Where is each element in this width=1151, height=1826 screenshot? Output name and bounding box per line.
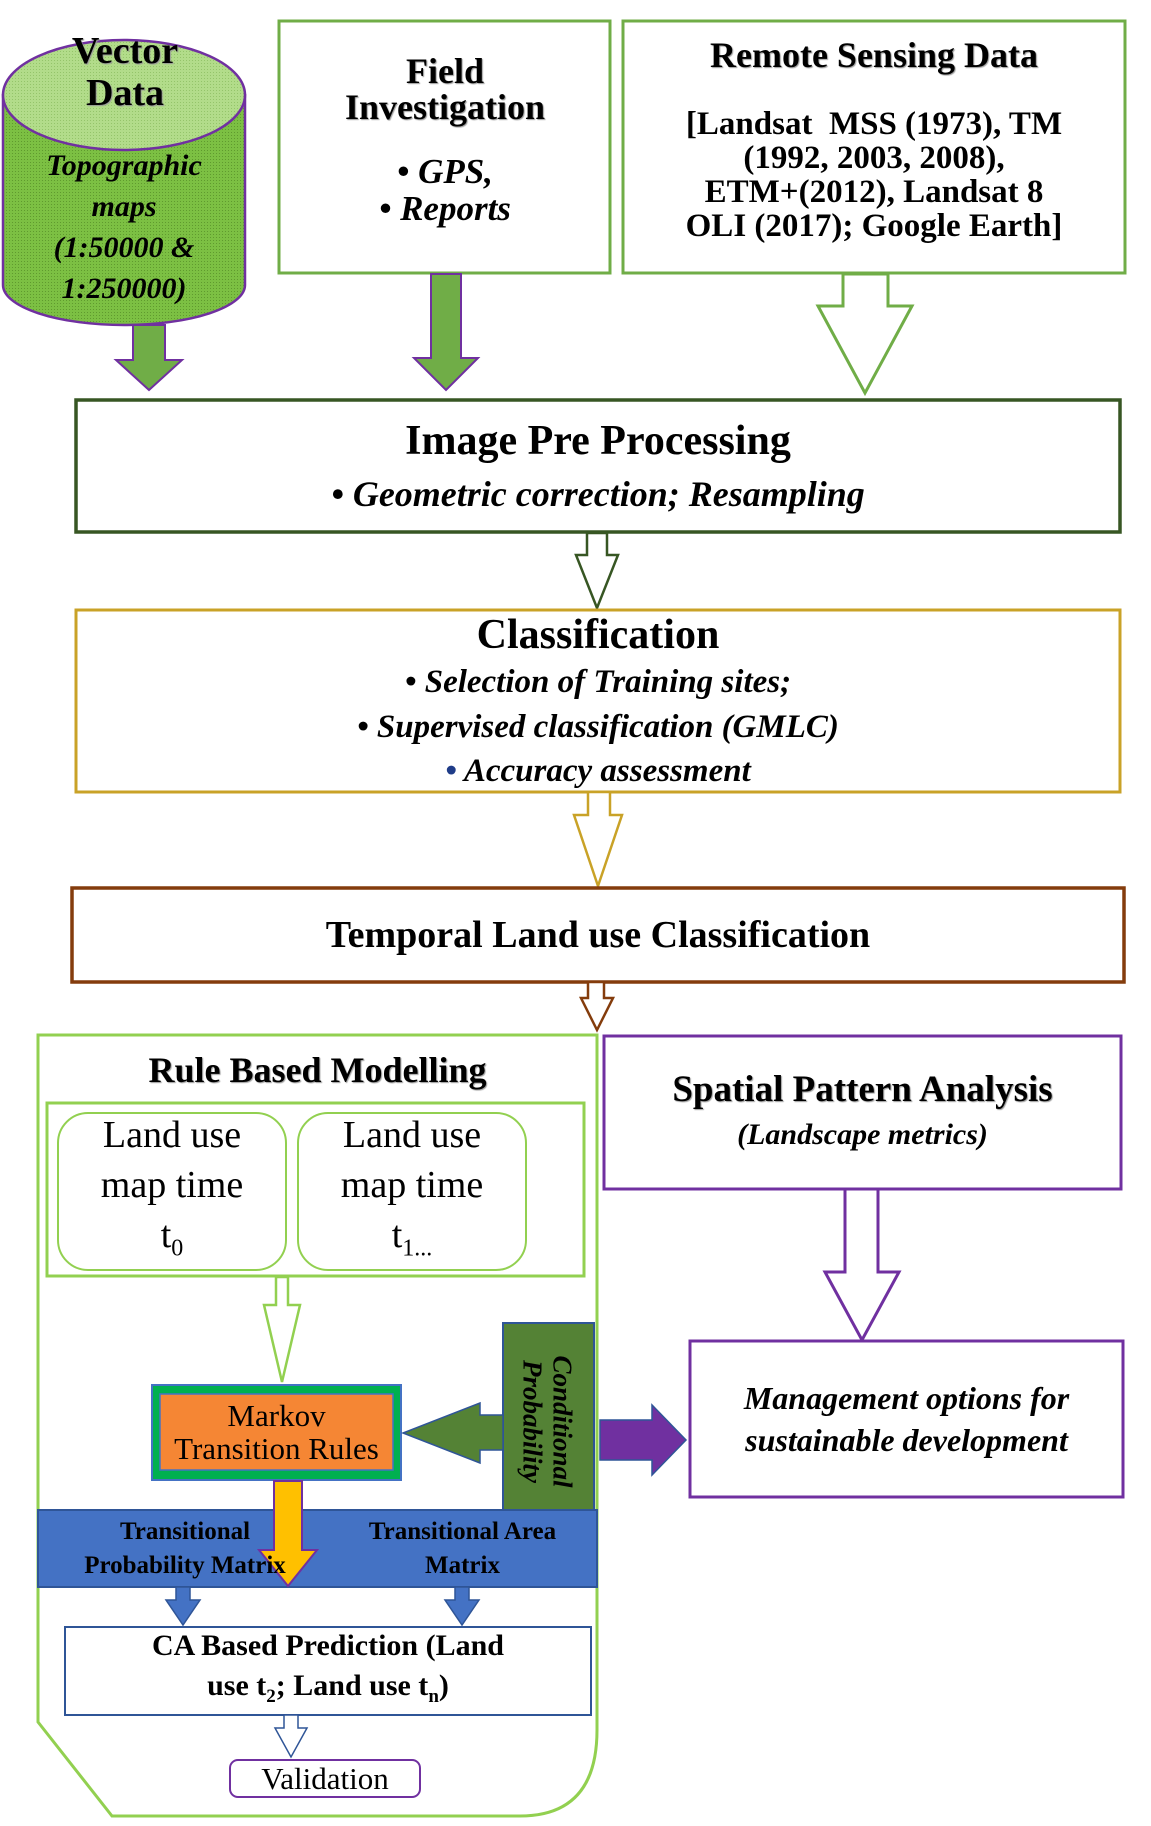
temporal-arrow bbox=[578, 980, 616, 1033]
remote-sensing-arrow bbox=[815, 272, 915, 397]
remote-line-4: OLI (2017); Google Earth] bbox=[685, 208, 1063, 244]
classification-title: Classification bbox=[476, 612, 720, 658]
maps-to-markov-arrow bbox=[262, 1275, 302, 1383]
spatial-title: Spatial Pattern Analysis bbox=[672, 1069, 1053, 1110]
classification-box bbox=[74, 608, 1122, 794]
map-t0-box bbox=[57, 1112, 287, 1271]
spatial-arrow bbox=[822, 1187, 902, 1344]
field-bullet-reports: • Reports bbox=[379, 189, 511, 228]
management-box bbox=[688, 1339, 1125, 1499]
vector-sub-line-1: Topographic bbox=[46, 149, 202, 182]
image-preprocessing-title: Image Pre Processing bbox=[405, 418, 791, 464]
preprocessing-arrow bbox=[574, 531, 620, 612]
field-title-line2: Investigation bbox=[344, 87, 546, 127]
spatial-box bbox=[602, 1034, 1123, 1191]
management-text: Management options for sustainable devel… bbox=[743, 1380, 1070, 1458]
classification-text: Classification • Selection of Training s… bbox=[76, 612, 1120, 790]
ca-prediction-box bbox=[64, 1626, 592, 1716]
field-investigation-box bbox=[277, 19, 612, 275]
tpm-label: Transitional Probability Matrix bbox=[84, 1517, 286, 1579]
image-preprocessing-box bbox=[74, 398, 1122, 534]
classification-bullet-3: • Accuracy assessment bbox=[445, 753, 751, 789]
field-investigation-arrow bbox=[411, 273, 481, 392]
vector-title-line1: Vector bbox=[71, 30, 179, 72]
conditional-arrow bbox=[400, 1401, 504, 1465]
image-preprocessing-bullet: • Geometric correction; Resampling bbox=[331, 474, 865, 514]
vector-title-line2: Data bbox=[85, 72, 165, 114]
vector-data-arrow bbox=[113, 324, 185, 392]
conditional-text: Conditional Probability bbox=[518, 1355, 578, 1488]
remote-sensing-box bbox=[621, 19, 1127, 275]
temporal-box bbox=[70, 886, 1126, 984]
field-bullet-gps: • GPS, bbox=[397, 152, 493, 191]
vector-data-cylinder bbox=[1, 38, 247, 327]
remote-sensing-title: Remote Sensing Data bbox=[710, 35, 1038, 75]
vector-sub-line-4: 1:250000) bbox=[61, 272, 187, 305]
vector-data-subtitle: Topographic maps (1:50000 & 1:250000) bbox=[3, 142, 245, 312]
classification-arrow bbox=[572, 790, 624, 890]
validation-label: Validation bbox=[261, 1760, 389, 1796]
ca-prediction-text: CA Based Prediction (Land use t2; Land u… bbox=[152, 1628, 504, 1707]
map-t0-text: Land use map time t0 bbox=[100, 1113, 244, 1262]
map-t1-text: Land use map time t1... bbox=[340, 1113, 484, 1262]
markov-down-arrow bbox=[256, 1480, 320, 1588]
remote-sensing-details: [Landsat MSS (1973), TM (1992, 2003, 200… bbox=[623, 100, 1125, 250]
tam-arrow bbox=[443, 1586, 481, 1627]
temporal-title: Temporal Land use Classification bbox=[325, 914, 871, 956]
to-management-arrow bbox=[599, 1403, 688, 1477]
vector-sub-line-2: maps bbox=[91, 190, 157, 223]
ca-to-validation-arrow bbox=[273, 1714, 309, 1759]
vector-sub-line-3: (1:50000 & bbox=[53, 231, 195, 264]
tam-label: Transitional Area Matrix bbox=[368, 1517, 557, 1579]
tpm-arrow bbox=[164, 1586, 202, 1627]
matrix-band bbox=[37, 1509, 598, 1588]
image-preprocessing-text: Image Pre Processing • Geometric correct… bbox=[76, 403, 1120, 529]
vector-data-title: Vector Data bbox=[20, 22, 230, 122]
classification-bullet-2: • Supervised classification (GMLC) bbox=[357, 709, 839, 745]
spatial-subtitle: (Landscape metrics) bbox=[737, 1118, 988, 1151]
remote-line-2: (1992, 2003, 2008), bbox=[743, 140, 1005, 176]
rule-based-title: Rule Based Modelling bbox=[148, 1050, 487, 1090]
field-investigation-title: Field Investigation bbox=[280, 48, 610, 130]
field-title-line1: Field bbox=[406, 51, 484, 91]
markov-inner bbox=[159, 1393, 394, 1471]
spatial-text: Spatial Pattern Analysis (Landscape metr… bbox=[604, 1040, 1121, 1180]
classification-bullet-1: • Selection of Training sites; bbox=[404, 664, 792, 700]
field-investigation-bullets: • GPS, • Reports bbox=[280, 150, 610, 230]
remote-line-3: ETM+(2012), Landsat 8 bbox=[704, 174, 1044, 210]
map-t1-box bbox=[297, 1112, 527, 1271]
remote-line-1: [Landsat MSS (1973), TM bbox=[685, 106, 1063, 142]
validation-box bbox=[229, 1759, 421, 1798]
markov-text: Markov Transition Rules bbox=[174, 1398, 379, 1466]
